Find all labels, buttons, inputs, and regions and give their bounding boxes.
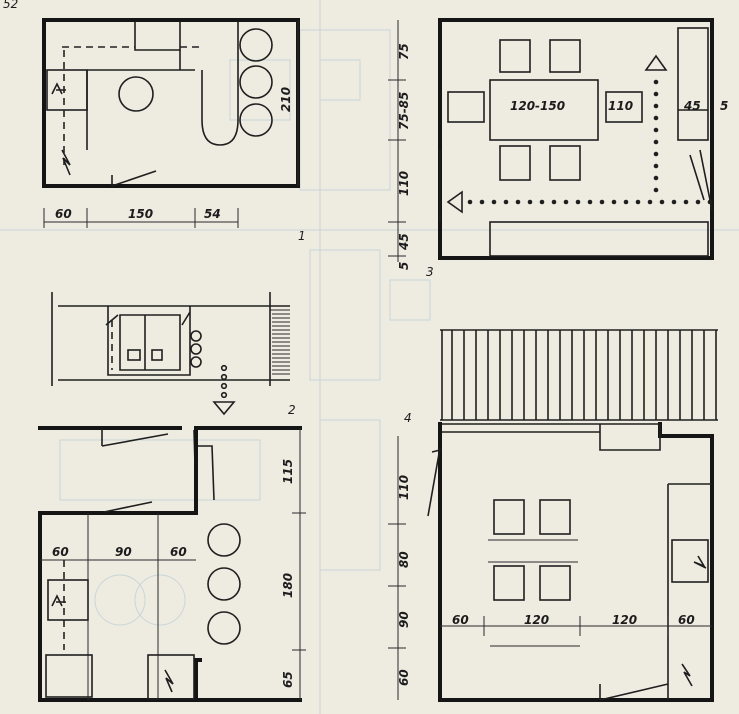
figure-label-4: 4 — [404, 411, 412, 425]
plan3-dim-h-1: 120-150 — [510, 99, 565, 113]
plan1-dim-h-2: 150 — [128, 207, 153, 221]
plan5-dim-h-3: 60 — [170, 545, 187, 559]
figure-label-2: 2 — [288, 403, 296, 417]
plan3-dim-v-2: 75-85 — [397, 92, 411, 130]
plan1-dim-v-1: 210 — [279, 87, 293, 112]
plan5-dim-v-2: 180 — [281, 573, 295, 598]
plan3-dim-h-4: 5 — [720, 99, 728, 113]
plan3-dim-h-3: 45 — [683, 99, 701, 113]
plan5-dim-v-3: 65 — [281, 671, 295, 688]
plan4-dim-v-1: 110 — [397, 475, 411, 500]
plan3-dim-v-3: 110 — [397, 171, 411, 196]
plan4-dim-v-3: 90 — [397, 611, 411, 628]
plan-4-kitchen-dining: 60 120 120 60 110 80 90 60 4 — [388, 329, 718, 702]
plan-bottom-left-kitchen: 60 90 60 115 180 65 — [38, 426, 306, 702]
plan4-dim-h-2: 120 — [524, 613, 549, 627]
plan-1-kitchen-island: 60 150 54 210 1 — [42, 18, 306, 243]
plan3-dim-h-2: 110 — [608, 99, 633, 113]
figure-label-1: 1 — [298, 229, 306, 243]
plan5-dim-h-2: 90 — [115, 545, 132, 559]
plan4-dim-h-1: 60 — [452, 613, 469, 627]
plan5-dim-h-1: 60 — [52, 545, 69, 559]
plan4-dim-v-4: 60 — [397, 669, 411, 686]
plan5-dim-v-1: 115 — [281, 459, 295, 484]
plan4-dim-v-2: 80 — [397, 551, 411, 568]
plan4-dim-h-3: 120 — [612, 613, 637, 627]
figure-label-3: 3 — [426, 265, 434, 279]
page-number: 52 — [3, 0, 18, 11]
plan3-dim-v-5: 5 — [397, 262, 411, 270]
plan3-dim-v-4: 45 — [397, 233, 411, 251]
plan1-dim-h-1: 60 — [55, 207, 72, 221]
plan3-circulation-path — [446, 54, 713, 214]
plan4-stair-ribs — [440, 329, 718, 421]
plan4-dim-h-4: 60 — [678, 613, 695, 627]
plan3-dim-v-1: 75 — [397, 43, 411, 60]
plan-2-small-kitchen: 2 — [51, 292, 296, 417]
plan-3-dining: 120-150 110 45 5 75 75-85 110 45 5 3 — [388, 18, 728, 279]
plan2-stairs — [270, 309, 290, 375]
plan1-dim-h-3: 54 — [204, 207, 221, 221]
